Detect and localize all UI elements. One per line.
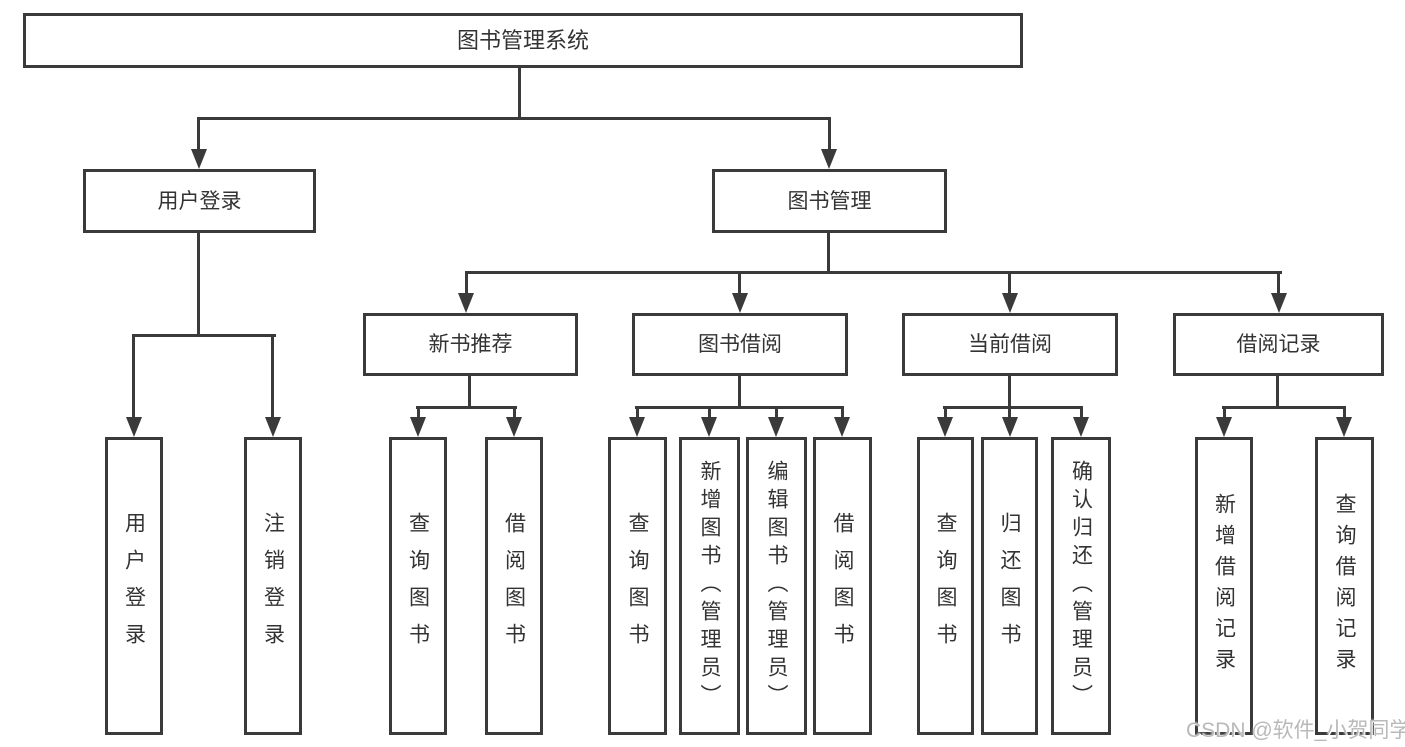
arrowhead: [821, 149, 837, 169]
connector-drop: [1008, 374, 1011, 409]
connector-drop: [738, 374, 741, 409]
leaf-label: 查询图书: [406, 512, 430, 660]
connector-leaf-bus: [943, 406, 1083, 409]
connector-book-mgmt-drop: [827, 231, 830, 274]
connector-stem: [271, 334, 274, 420]
arrowhead: [937, 417, 953, 437]
arrowhead: [1002, 417, 1018, 437]
node-library-system: 图书管理系统: [23, 13, 1023, 68]
connector-leaf-bus: [416, 406, 517, 409]
connector-stem: [1343, 406, 1346, 420]
leaf-add-book-admin: 新增图书（管理员）: [679, 437, 740, 735]
arrowhead: [265, 417, 281, 437]
arrowhead: [768, 417, 784, 437]
connector-leaf-bus: [1222, 406, 1346, 409]
arrowhead: [629, 417, 645, 437]
leaf-user-login: 用户登录: [105, 437, 163, 735]
node-book-borrow: 图书借阅: [632, 313, 848, 376]
connector-user-login-bus: [132, 334, 276, 337]
connector-level2-bus: [197, 117, 831, 120]
connector-stem: [636, 406, 639, 420]
leaf-logout: 注销登录: [244, 437, 302, 735]
leaf-label: 编辑图书（管理员）: [765, 460, 788, 712]
node-borrow-records: 借阅记录: [1173, 313, 1384, 376]
leaf-label: 查询图书: [626, 512, 649, 660]
connector-stem: [1008, 271, 1011, 296]
arrowhead: [1002, 293, 1018, 313]
arrowhead: [506, 417, 522, 437]
leaf-label: 注销登录: [261, 512, 285, 660]
csdn-watermark: CSDN @软件_小贺同学: [1186, 719, 1405, 742]
leaf-label: 借阅图书: [831, 512, 854, 660]
arrowhead: [1073, 417, 1089, 437]
node-book-management: 图书管理: [712, 169, 947, 233]
connector-leaf-bus: [635, 406, 844, 409]
connector-stem: [1277, 271, 1280, 296]
arrowhead: [126, 417, 142, 437]
arrowhead: [410, 417, 426, 437]
leaf-label: 新增借阅记录: [1212, 493, 1236, 679]
leaf-label: 确认归还（管理员）: [1069, 460, 1093, 712]
connector-stem: [1080, 406, 1083, 420]
connector-stem: [828, 117, 831, 153]
leaf-label: 查询借阅记录: [1333, 493, 1356, 679]
connector-stem: [417, 406, 420, 420]
connector-user-login-drop: [197, 231, 200, 337]
leaf-query-books-current: 查询图书: [917, 437, 974, 735]
leaf-query-books-borrow: 查询图书: [608, 437, 667, 735]
arrowhead: [458, 293, 474, 313]
connector-drop: [468, 374, 471, 409]
connector-stem: [738, 271, 741, 296]
leaf-label: 新增图书（管理员）: [698, 460, 721, 712]
arrowhead: [834, 417, 850, 437]
leaf-query-borrow-record: 查询借阅记录: [1315, 437, 1374, 735]
leaf-query-books-recommend: 查询图书: [389, 437, 447, 735]
connector-level3-bus: [465, 271, 1282, 274]
arrowhead: [1271, 293, 1287, 313]
connector-stem: [841, 406, 844, 420]
leaf-edit-book-admin: 编辑图书（管理员）: [746, 437, 807, 735]
arrowhead: [732, 293, 748, 313]
node-new-book-recommend: 新书推荐: [363, 313, 578, 376]
node-user-login: 用户登录: [83, 169, 316, 233]
leaf-label: 用户登录: [122, 512, 146, 660]
arrowhead: [1216, 417, 1232, 437]
leaf-label: 归还图书: [998, 512, 1021, 660]
arrowhead: [701, 417, 717, 437]
connector-stem: [1008, 406, 1011, 420]
leaf-borrow-books-recommend: 借阅图书: [485, 437, 543, 735]
connector-stem: [775, 406, 778, 420]
connector-root-drop: [518, 66, 521, 119]
leaf-confirm-return-admin: 确认归还（管理员）: [1051, 437, 1111, 735]
connector-stem: [465, 271, 468, 296]
leaf-borrow-books: 借阅图书: [813, 437, 872, 735]
arrowhead: [191, 149, 207, 169]
connector-stem: [708, 406, 711, 420]
leaf-label: 借阅图书: [502, 512, 526, 660]
leaf-return-book: 归还图书: [981, 437, 1038, 735]
connector-stem: [132, 334, 135, 420]
connector-stem: [944, 406, 947, 420]
connector-drop: [1276, 374, 1279, 409]
arrowhead: [1336, 417, 1352, 437]
connector-stem: [1223, 406, 1226, 420]
leaf-add-borrow-record: 新增借阅记录: [1195, 437, 1253, 735]
connector-stem: [197, 117, 200, 153]
connector-stem: [513, 406, 516, 420]
leaf-label: 查询图书: [934, 512, 957, 660]
node-current-borrow: 当前借阅: [902, 313, 1118, 376]
